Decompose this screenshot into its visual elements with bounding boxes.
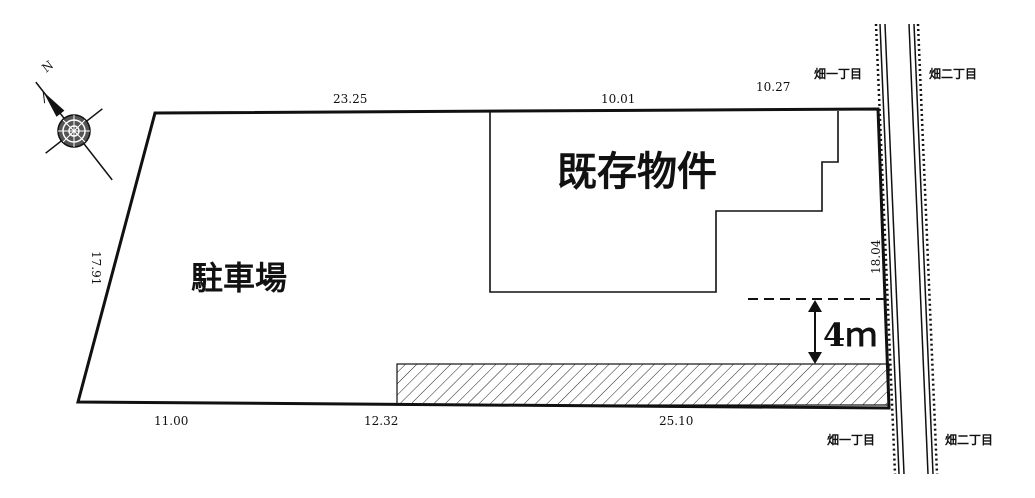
dim-left-side: 17.91	[89, 251, 103, 285]
road	[874, 23, 939, 475]
dim-right-side: 18.04	[869, 239, 883, 274]
label-parking: 駐車場	[191, 259, 287, 297]
label-existing-building: 既存物件	[557, 148, 717, 195]
setback-arrow	[808, 300, 822, 364]
dim-top-mid: 10.01	[601, 92, 635, 106]
street-east-bottom: 畑二丁目	[945, 433, 993, 447]
dim-bottom-left: 11.00	[154, 414, 188, 428]
existing-building-outline	[489, 111, 839, 293]
dim-top-left: 23.25	[333, 92, 367, 106]
street-west-bottom: 畑一丁目	[827, 433, 875, 447]
lot-boundary	[76, 107, 891, 410]
compass-north-label: N	[39, 58, 56, 75]
dim-bottom-mid: 12.32	[364, 414, 398, 428]
setback-hatched-area	[396, 363, 890, 406]
label-setback: 4ｍ	[823, 316, 877, 354]
dim-bottom-right: 25.10	[659, 414, 693, 428]
street-west-top: 畑一丁目	[814, 67, 862, 81]
dim-top-right: 10.27	[756, 80, 790, 94]
street-east-top: 畑二丁目	[929, 67, 977, 81]
compass-icon	[35, 81, 113, 181]
